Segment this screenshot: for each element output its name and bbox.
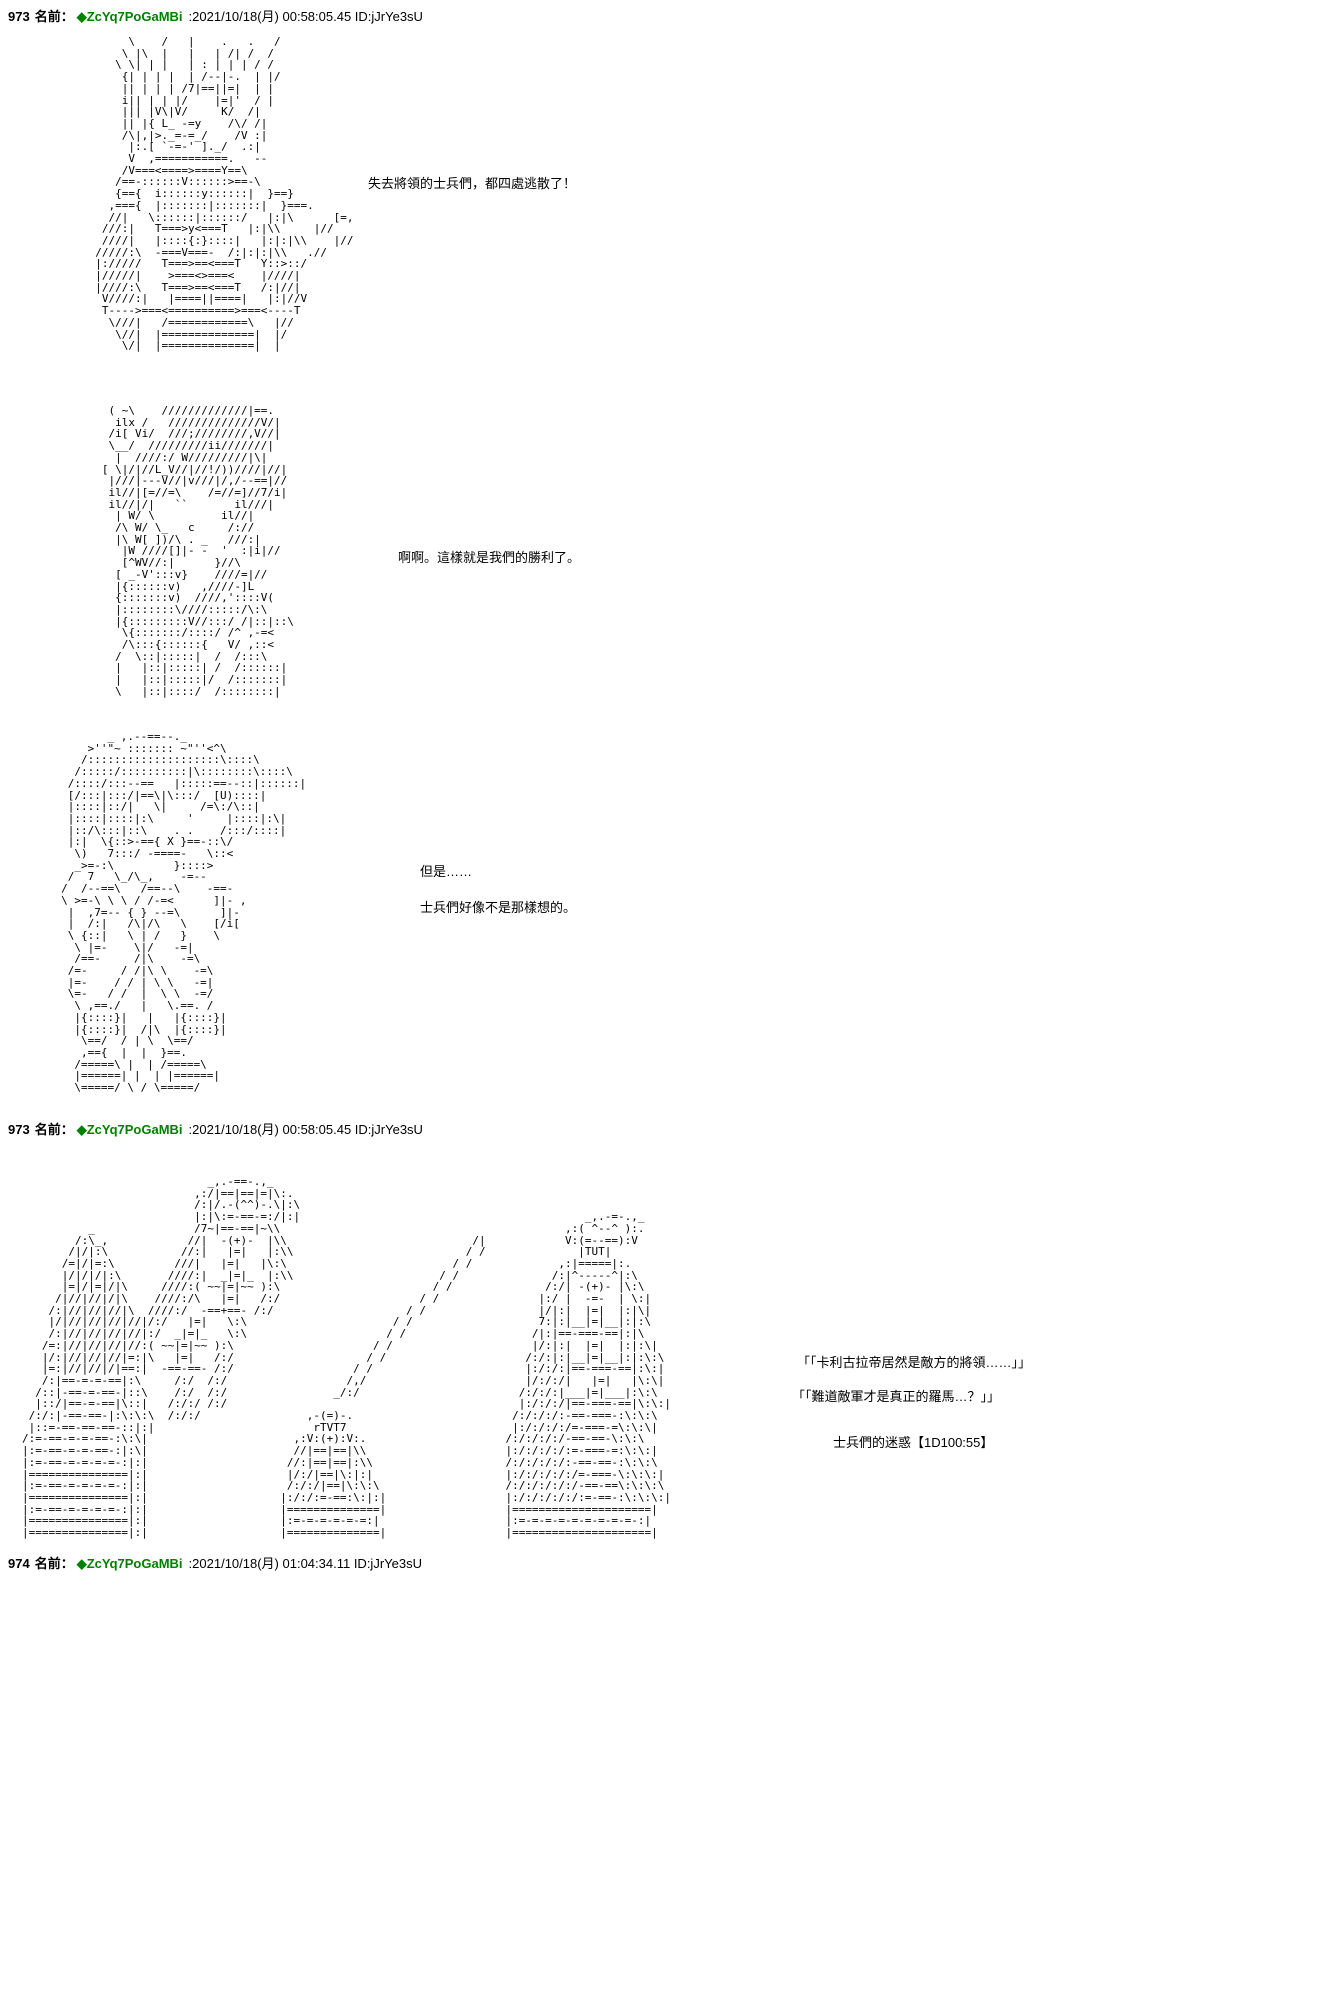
post-tripcode: ◆ZcYq7PoGaMBi [76,9,183,24]
post-number: 973 [8,1122,30,1137]
post-name-label: 名前： [34,1556,74,1571]
dialogue-text-4: 士兵們好像不是那樣想的。 [420,900,577,915]
dialogue-text-5: 「「卡利古拉帝居然是敵方的將領……」」 [797,1355,1032,1370]
ascii-art-general-character: \ / | . . / \ |\ | | | /| / / \ \| | | |… [95,35,354,353]
post-header-973-second: 973 名前：◆ZcYq7PoGaMBi :2021/10/18(月) 00:58:… [8,1119,423,1138]
ascii-art-girl-character: _ ,.--==--._ >''"~ ::::::: ~"''<^\ /::::… [61,730,307,1095]
dialogue-text-6: 「「難道敵軍才是真正的羅馬…？」」 [792,1389,1001,1404]
dialogue-text-3: 但是…… [420,864,473,879]
post-tripcode: ◆ZcYq7PoGaMBi [76,1122,183,1137]
ascii-art-long-haired-character: ( ~\ /////////////|==. ilx / ///////////… [101,404,294,698]
dialogue-text-1: 失去將領的士兵們，都四處逃散了！ [368,176,577,191]
dialogue-text-dice-roll: 士兵們的迷惑【1D100:55】 [833,1435,994,1450]
post-name-label: 名前： [34,1122,74,1137]
post-datetime-id: :2021/10/18(月) 00:58:05.45 ID:jJrYe3sU [188,1122,423,1137]
dialogue-text-2: 啊啊。這樣就是我們的勝利了。 [398,550,581,565]
post-datetime-id: :2021/10/18(月) 01:04:34.11 ID:jJrYe3sU [188,1556,422,1571]
ascii-art-battle-scene: _,.-==-.,_ ,:/|==|==|=|\:. /:|/.-(^^)-.\… [22,1175,672,1540]
post-number: 973 [8,9,30,24]
post-header-973: 973 名前：◆ZcYq7PoGaMBi :2021/10/18(月) 00:58:… [8,6,423,25]
post-number: 974 [8,1556,30,1571]
post-datetime-id: :2021/10/18(月) 00:58:05.45 ID:jJrYe3sU [188,9,423,24]
post-name-label: 名前： [34,9,74,24]
post-tripcode: ◆ZcYq7PoGaMBi [76,1556,183,1571]
post-header-974: 974 名前：◆ZcYq7PoGaMBi :2021/10/18(月) 01:04:… [8,1553,422,1572]
